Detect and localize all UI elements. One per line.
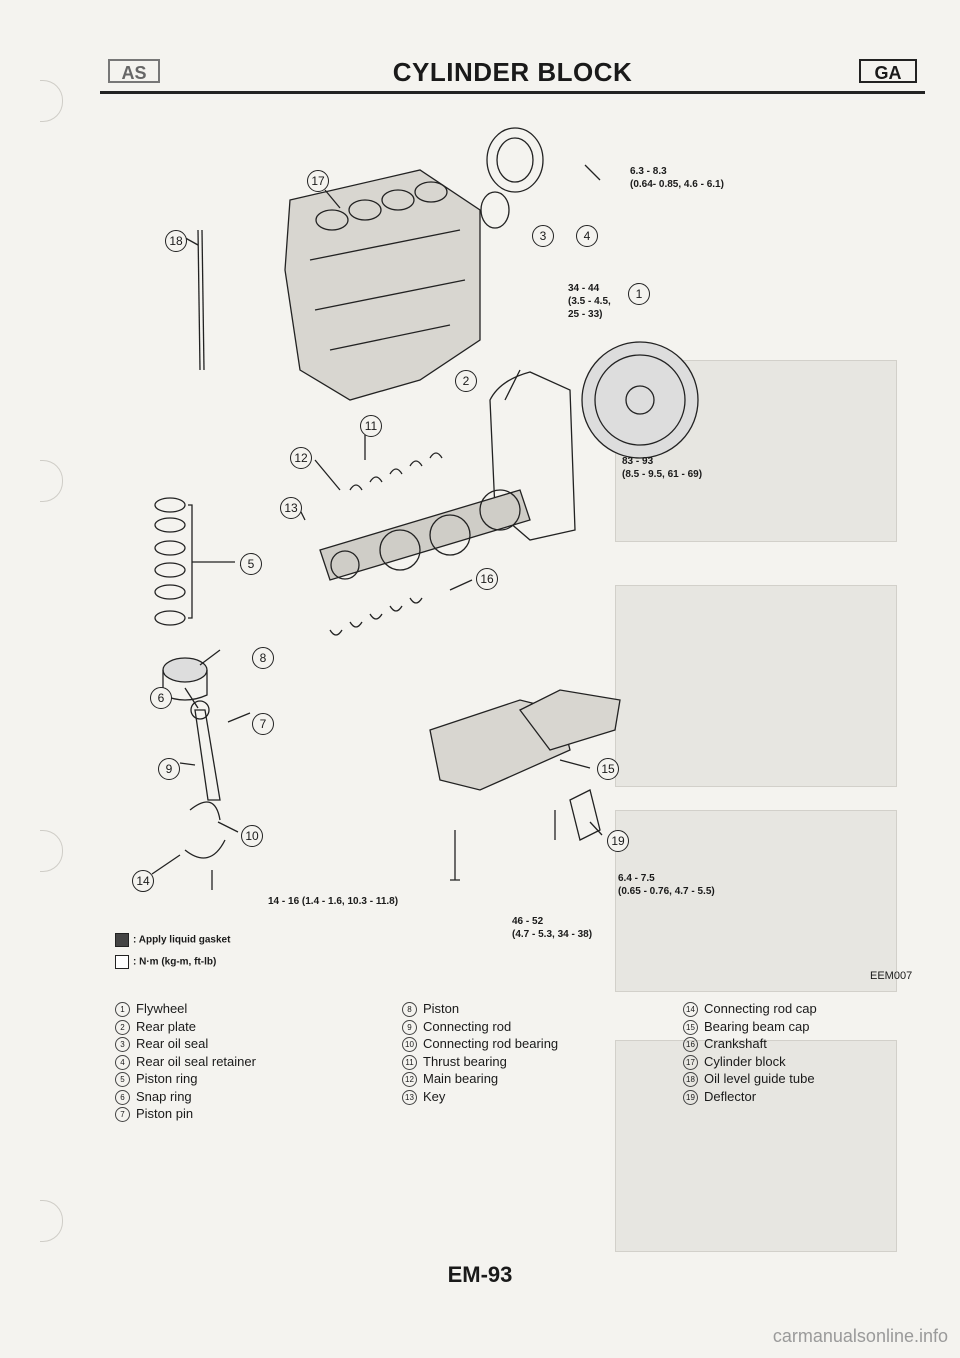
section-tab-left: AS	[108, 59, 160, 83]
callout-8: 8	[252, 647, 274, 669]
callout-11: 11	[360, 415, 382, 437]
binder-hole-1	[40, 80, 63, 122]
callout-2: 2	[455, 370, 477, 392]
header-rule	[100, 91, 925, 94]
callout-5: 5	[240, 553, 262, 575]
exploded-drawing	[151, 127, 699, 890]
binder-hole-3	[40, 830, 63, 872]
exploded-diagram: 17 3 4 18 1 2 11 12 13 5 16 8 6 7 9 15 1…	[100, 110, 930, 990]
torque-spec-5: 14 - 16 (1.4 - 1.6, 10.3 - 11.8)	[268, 896, 399, 907]
binder-hole-2	[40, 460, 63, 502]
bleed-photo-4	[615, 1040, 897, 1252]
torque-spec-3: 83 - 93 (8.5 - 9.5, 61 - 69)	[622, 456, 703, 480]
legend-gasket: : Apply liquid gasket	[115, 933, 230, 947]
callout-4: 4	[576, 225, 598, 247]
torque-spec-4: 6.4 - 7.5 (0.65 - 0.76, 4.7 - 5.5)	[618, 873, 715, 897]
legend-gasket-text: : Apply liquid gasket	[133, 934, 231, 946]
watermark: carmanualsonline.info	[772, 1326, 948, 1346]
torque-spec-2: 34 - 44 (3.5 - 4.5, 25 - 33)	[568, 283, 611, 320]
figure-code: EEM007	[870, 970, 913, 982]
bleed-photo-3	[615, 810, 897, 992]
legend-torque: : N·m (kg-m, ft-lb)	[115, 955, 216, 969]
callout-9: 9	[158, 758, 180, 780]
page-header: AS CYLINDER BLOCK GA	[100, 55, 925, 95]
callout-18: 18	[165, 230, 187, 252]
callout-10: 10	[241, 825, 263, 847]
section-tab-right: GA	[859, 59, 917, 83]
callout-12: 12	[290, 447, 312, 469]
page-number: EM-93	[447, 1262, 513, 1287]
callout-1: 1	[628, 283, 650, 305]
torque-spec-1: 6.3 - 8.3 (0.64- 0.85, 4.6 - 6.1)	[630, 166, 724, 190]
callout-14: 14	[132, 870, 154, 892]
legend-torque-text: : N·m (kg-m, ft-lb)	[133, 956, 217, 968]
callout-17: 17	[307, 170, 329, 192]
callout-15: 15	[597, 758, 619, 780]
callout-3: 3	[532, 225, 554, 247]
torque-wrench-icon	[115, 955, 129, 969]
callout-16: 16	[476, 568, 498, 590]
callout-7: 7	[252, 713, 274, 735]
callout-13: 13	[280, 497, 302, 519]
liquid-gasket-icon	[115, 933, 129, 947]
binder-hole-4	[40, 1200, 63, 1242]
callout-19: 19	[607, 830, 629, 852]
torque-spec-6: 46 - 52 (4.7 - 5.3, 34 - 38)	[512, 916, 593, 940]
bleed-photo-2	[615, 585, 897, 787]
callout-6: 6	[150, 687, 172, 709]
page-title: CYLINDER BLOCK	[392, 57, 633, 87]
